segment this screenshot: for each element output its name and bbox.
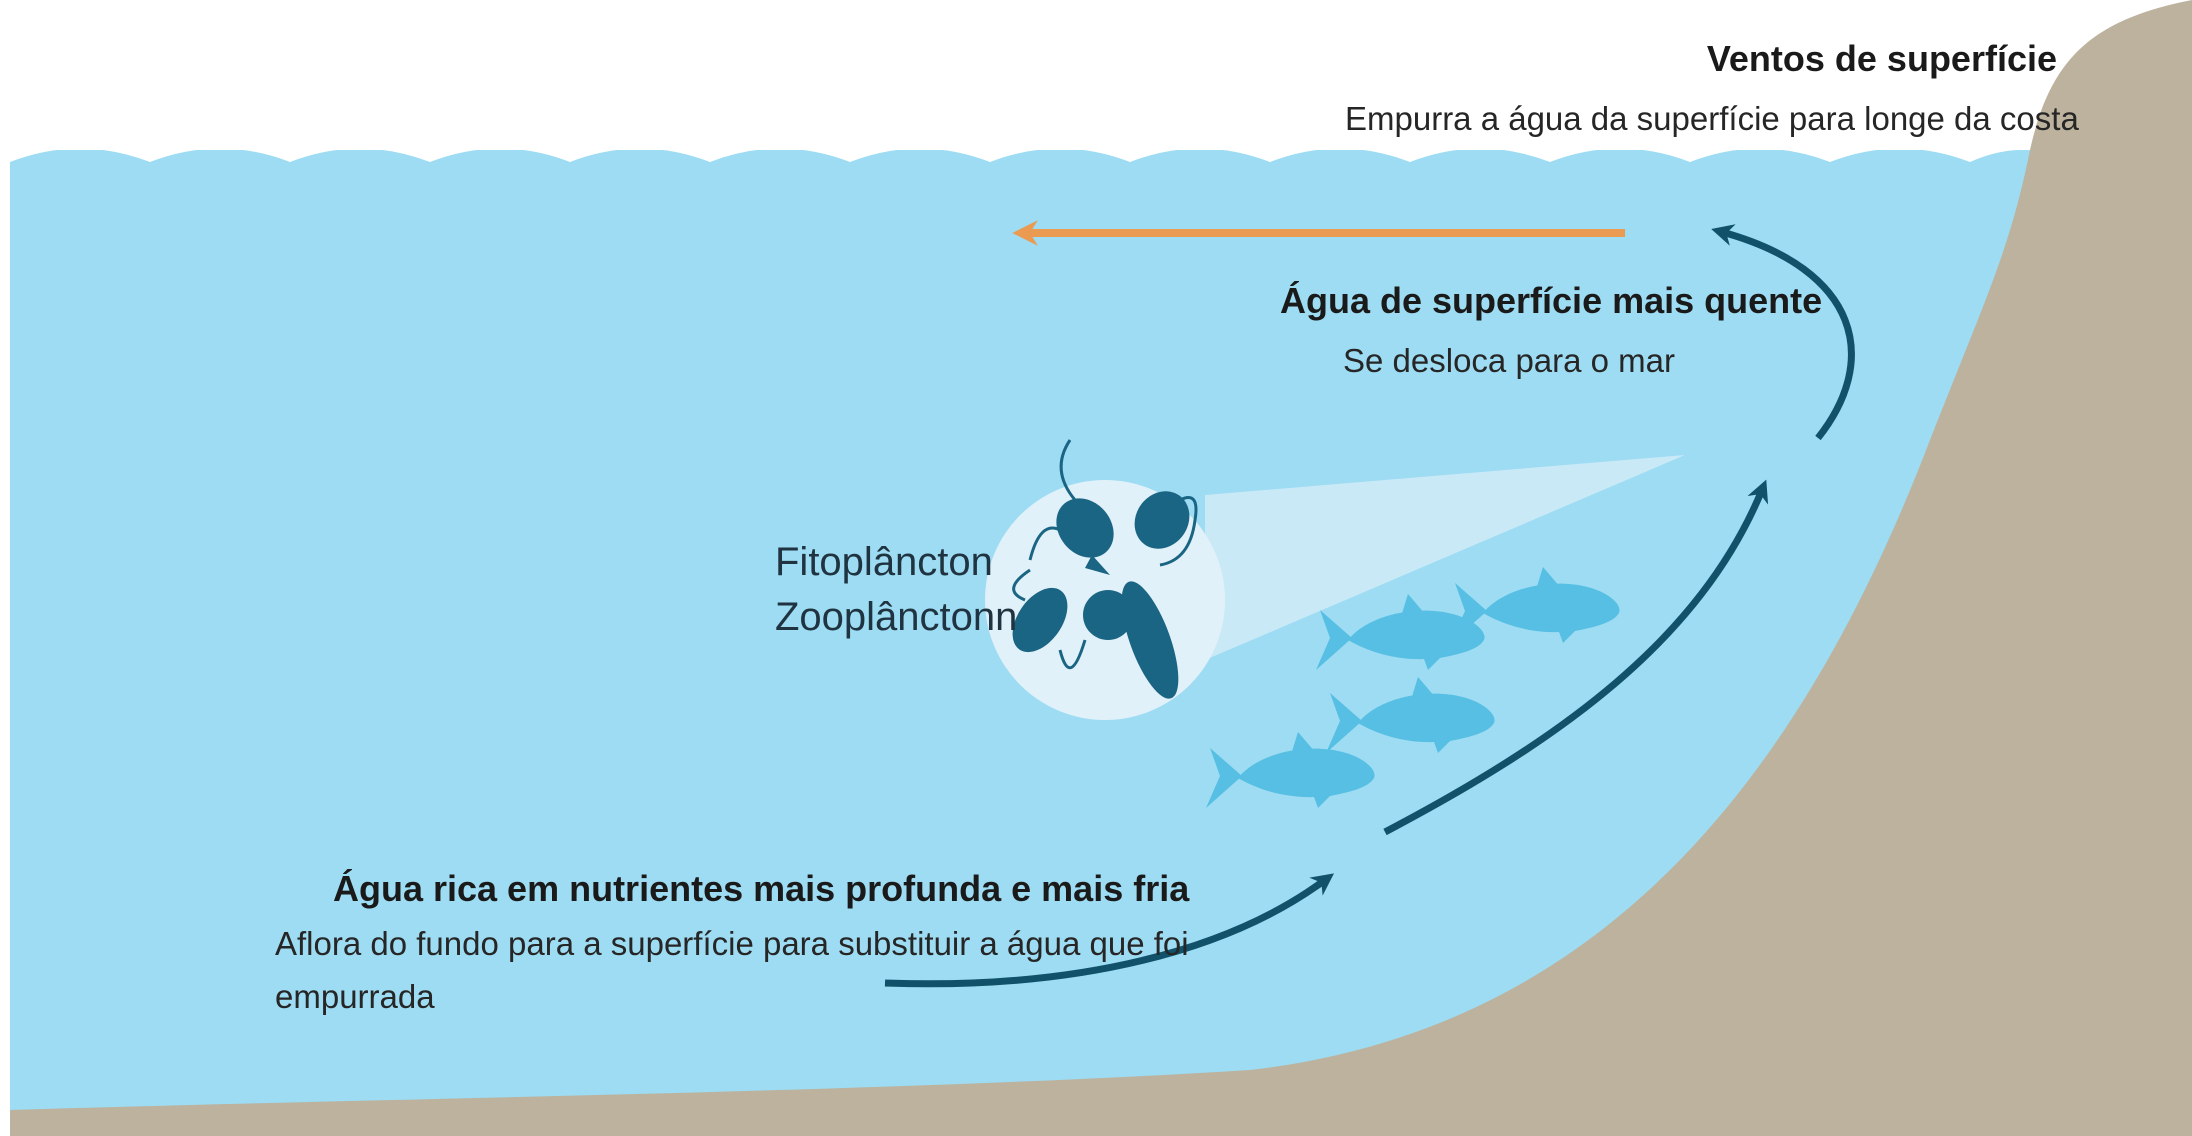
deep-cold-water-title: Água rica em nutrientes mais profunda e …: [333, 868, 1190, 909]
surface-wave-line: [10, 140, 2060, 162]
warm-surface-water-description: Se desloca para o mar: [1343, 342, 1676, 379]
sky-waves: [0, 0, 2192, 150]
surface-winds-description: Empurra a água da superfície para longe …: [1345, 100, 2079, 137]
deep-water-inflow-arrow: [884, 873, 1335, 988]
phytoplankton-label: Fitoplâncton: [775, 540, 993, 584]
upwelling-arrow: [1383, 479, 1769, 836]
seabed-coast: [10, 0, 2192, 1136]
zooplankton-label: Zooplânctonn: [775, 595, 1018, 639]
surface-winds-title: Ventos de superfície: [1706, 38, 2057, 79]
plankton-light-beam: [1205, 455, 1685, 660]
deep-cold-water-description-line2: empurrada: [275, 978, 435, 1015]
surface-return-arrow: [1711, 224, 1855, 441]
deep-cold-water-description-line1: Aflora do fundo para a superfície para s…: [275, 925, 1189, 962]
warm-surface-water-title: Água de superfície mais quente: [1280, 280, 1823, 321]
plankton-organisms-icon: [1012, 439, 1198, 699]
